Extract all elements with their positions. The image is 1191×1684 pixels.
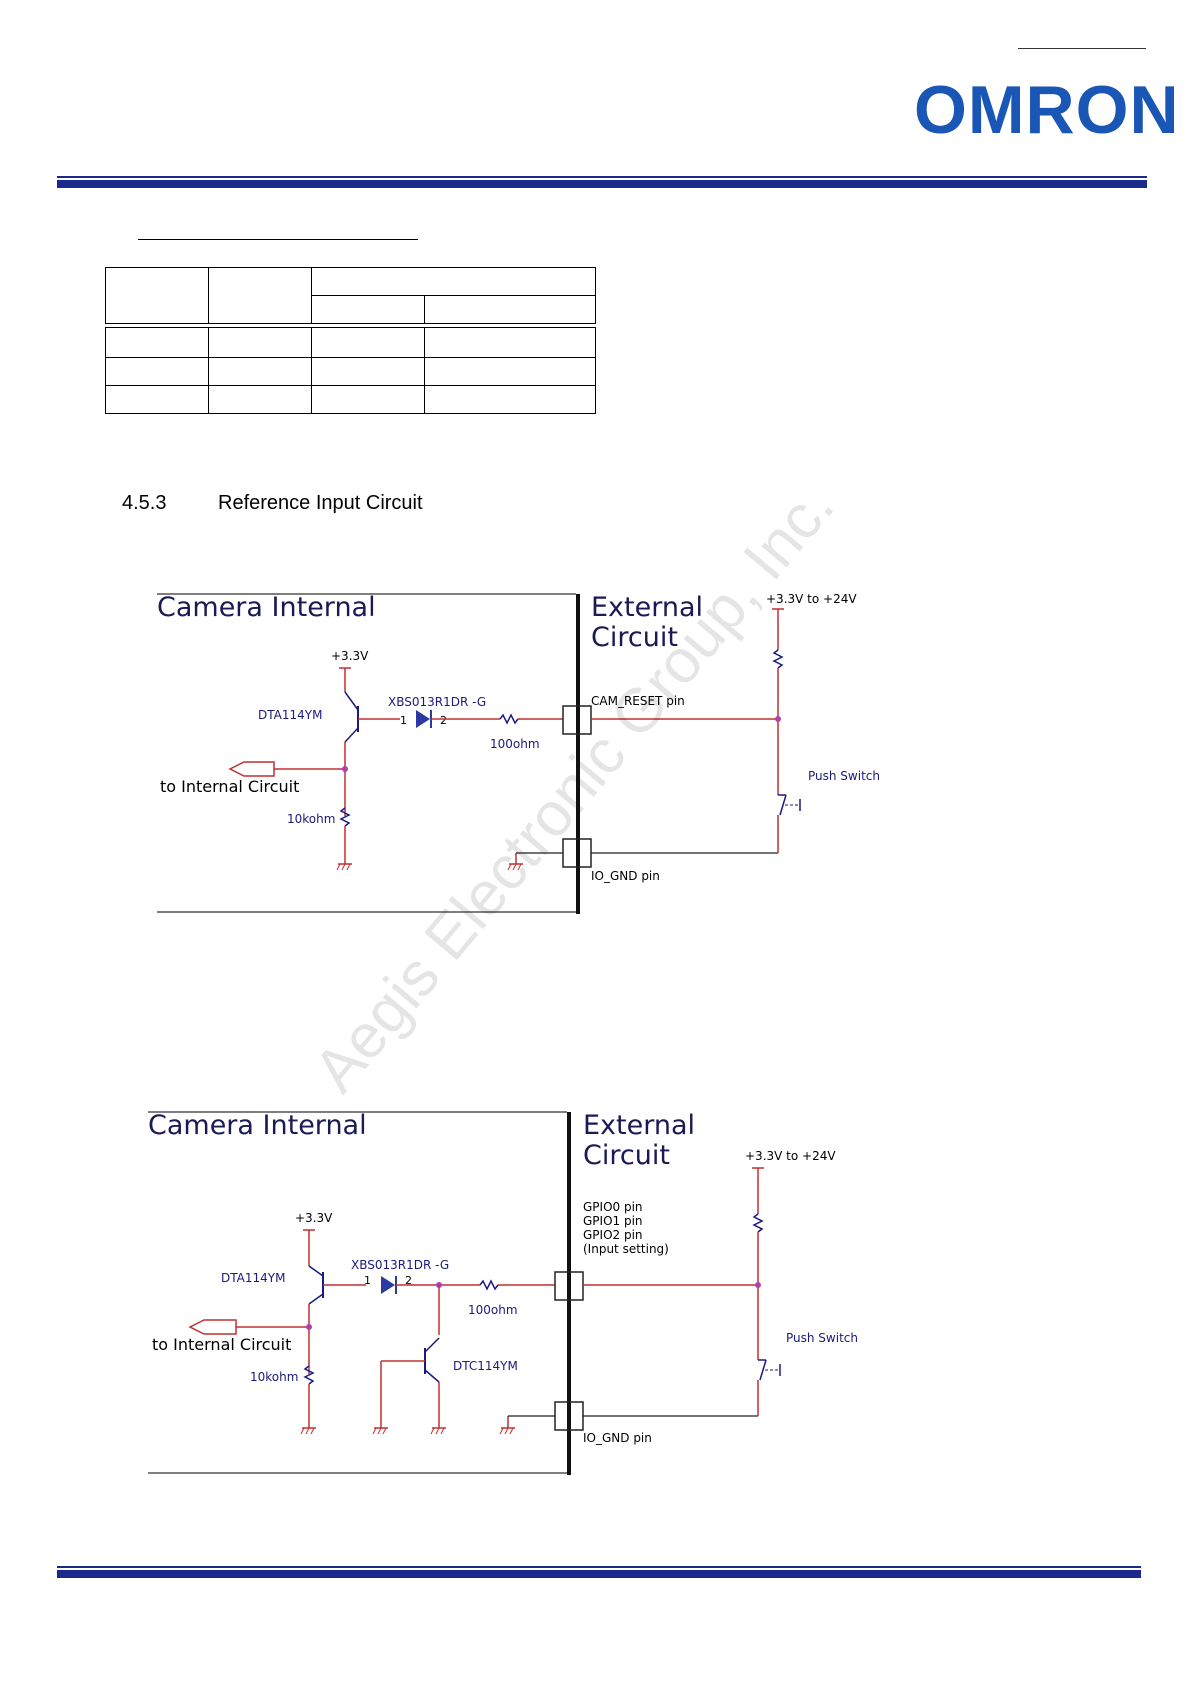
cam-reset-pin-label: CAM_RESET pin xyxy=(591,694,685,708)
header-rule xyxy=(1018,48,1146,49)
diode-pin2: 2 xyxy=(440,714,447,727)
diode-pin1: 1 xyxy=(364,1274,371,1287)
table-cell xyxy=(208,327,312,358)
resistor-label: 100ohm xyxy=(468,1303,518,1317)
input-setting-label: (Input setting) xyxy=(583,1242,669,1256)
gpio1-pin-label: GPIO1 pin xyxy=(583,1214,643,1228)
external-circuit-label-2: Circuit xyxy=(591,622,678,653)
section-number: 4.5.3 xyxy=(122,492,167,514)
transistor2-label: DTC114YM xyxy=(453,1359,518,1373)
table-cell xyxy=(424,327,596,358)
diode-pin1: 1 xyxy=(400,714,407,727)
to-internal-circuit-label: to Internal Circuit xyxy=(160,777,299,796)
pulldown-label: 10kohm xyxy=(250,1370,298,1384)
camera-internal-label: Camera Internal xyxy=(157,592,376,623)
supply-3v3-label: +3.3V xyxy=(295,1211,333,1225)
external-circuit-label: External xyxy=(591,592,703,623)
pulldown-label: 10kohm xyxy=(287,812,335,826)
io-gnd-pin-label: IO_GND pin xyxy=(591,869,660,883)
diode-pin2: 2 xyxy=(405,1274,412,1287)
table-cell xyxy=(105,327,209,358)
diode-label: XBS013R1DR -G xyxy=(351,1258,449,1272)
io-gnd-pin-label: IO_GND pin xyxy=(583,1431,652,1445)
table-cell xyxy=(105,385,209,414)
camera-internal-label: Camera Internal xyxy=(148,1110,367,1141)
resistor-label: 100ohm xyxy=(490,737,540,751)
footer-band-thin xyxy=(57,1566,1141,1568)
table-cell xyxy=(311,357,425,386)
table-cell xyxy=(208,267,312,324)
gpio0-pin-label: GPIO0 pin xyxy=(583,1200,643,1214)
circuit-diagram-gpio: Camera Internal External Circuit +3.3V D… xyxy=(148,1110,858,1475)
footer-band xyxy=(57,1570,1141,1578)
table-caption-underline xyxy=(138,239,418,240)
header-band xyxy=(57,180,1147,188)
to-internal-circuit-label: to Internal Circuit xyxy=(152,1335,291,1354)
table-cell xyxy=(311,267,596,296)
supply-external-label: +3.3V to +24V xyxy=(745,1149,836,1163)
supply-external-label: +3.3V to +24V xyxy=(766,592,857,606)
diode-label: XBS013R1DR -G xyxy=(388,695,486,709)
table-cell xyxy=(105,357,209,386)
table-cell xyxy=(208,357,312,386)
section-title: Reference Input Circuit xyxy=(218,492,423,514)
table-cell xyxy=(424,357,596,386)
transistor-label: DTA114YM xyxy=(221,1271,285,1285)
omron-logo: OMRON xyxy=(914,72,1180,148)
table-cell xyxy=(311,327,425,358)
table-cell xyxy=(424,295,596,324)
external-circuit-label-2: Circuit xyxy=(583,1140,670,1171)
external-circuit-label: External xyxy=(583,1110,695,1141)
table-cell xyxy=(311,295,425,324)
gpio2-pin-label: GPIO2 pin xyxy=(583,1228,643,1242)
table-cell xyxy=(424,385,596,414)
push-switch-label: Push Switch xyxy=(808,769,880,783)
table-cell xyxy=(311,385,425,414)
section-heading: 4.5.3 Reference Input Circuit xyxy=(122,492,423,515)
transistor-label: DTA114YM xyxy=(258,708,322,722)
push-switch-label: Push Switch xyxy=(786,1331,858,1345)
supply-3v3-label: +3.3V xyxy=(331,649,369,663)
table-cell xyxy=(105,267,209,324)
header-band-thin xyxy=(57,176,1147,178)
spec-table xyxy=(105,267,596,414)
table-cell xyxy=(208,385,312,414)
circuit-diagram-reset: Camera Internal External Circuit +3.3V D… xyxy=(157,592,880,914)
